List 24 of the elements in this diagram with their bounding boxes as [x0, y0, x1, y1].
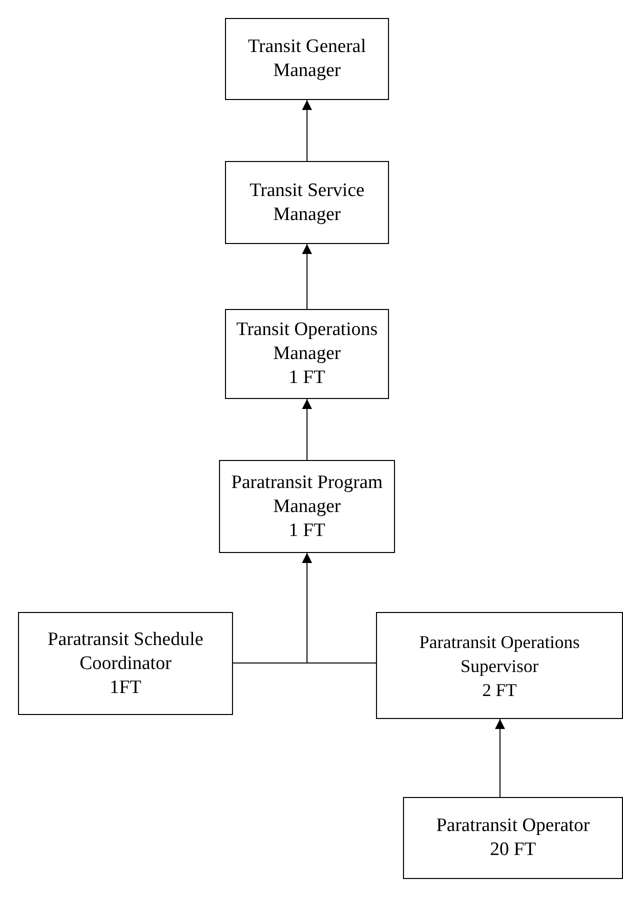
position-title: Paratransit Program Manager: [230, 470, 384, 518]
position-title: Paratransit Schedule Coordinator: [46, 628, 204, 676]
position-box: [225, 18, 389, 100]
staff-count: 20 FT: [490, 838, 536, 862]
staff-count: 1 FT: [288, 366, 326, 390]
position-box: [225, 161, 389, 244]
staff-count: 2 FT: [482, 678, 517, 702]
arrow: [302, 398, 312, 460]
position-title: Transit General Manager: [246, 35, 368, 83]
position-box: [18, 612, 233, 715]
position-title: Transit Service Manager: [248, 178, 366, 226]
arrow: [302, 244, 312, 310]
position-box: [225, 309, 389, 399]
position-box: [403, 797, 623, 879]
arrow: [302, 100, 312, 162]
position-box: [376, 612, 623, 719]
arrow: [495, 718, 505, 798]
position-title: Paratransit Operator: [436, 814, 590, 838]
staff-count: 1 FT: [288, 518, 326, 542]
arrow: [302, 552, 376, 664]
position-title: Paratransit Operations Supervisor: [418, 630, 581, 678]
position-box: [219, 460, 395, 553]
position-title: Transit Operations Manager: [235, 318, 379, 366]
staff-count: 1FT: [110, 676, 142, 700]
